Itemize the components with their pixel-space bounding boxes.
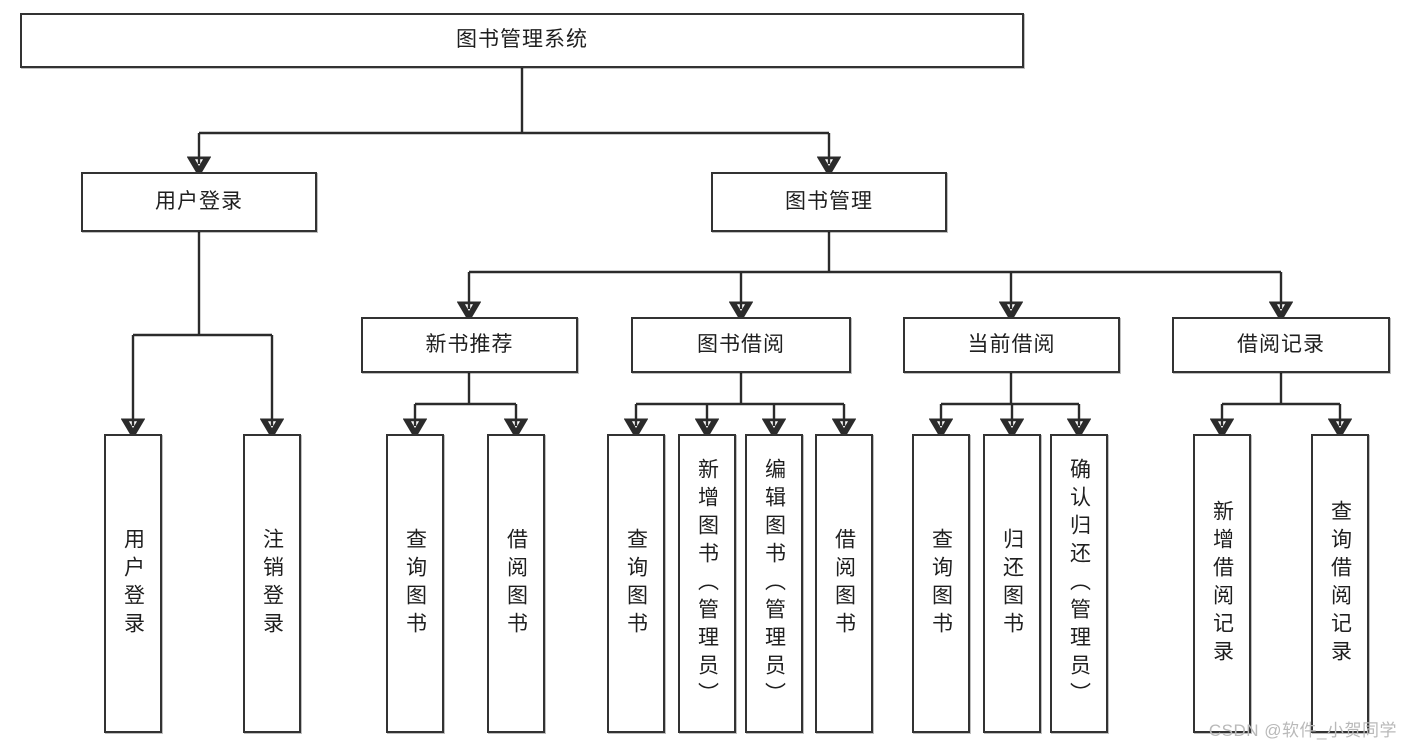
node-leaf-borrow-book[interactable]: 借阅图书 <box>815 434 873 733</box>
node-book-borrow[interactable]: 图书借阅 <box>631 317 851 373</box>
node-current-borrow[interactable]: 当前借阅 <box>903 317 1120 373</box>
node-leaf-confirm-return-label: 确认归还（管理员） <box>1067 457 1091 710</box>
node-leaf-confirm-return[interactable]: 确认归还（管理员） <box>1050 434 1108 733</box>
node-leaf-borrow-book-label: 借阅图书 <box>832 527 856 640</box>
node-leaf-query-borrow-record-label: 查询借阅记录 <box>1328 499 1352 668</box>
node-leaf-query-book-recommend-label: 查询图书 <box>403 527 427 640</box>
node-borrow-record-label: 借阅记录 <box>1237 332 1325 356</box>
node-leaf-query-book-current-label: 查询图书 <box>929 527 953 640</box>
node-leaf-add-book-label: 新增图书（管理员） <box>695 457 719 710</box>
node-leaf-user-login[interactable]: 用户登录 <box>104 434 162 733</box>
node-leaf-add-borrow-record[interactable]: 新增借阅记录 <box>1193 434 1251 733</box>
node-book-management[interactable]: 图书管理 <box>711 172 947 232</box>
node-root[interactable]: 图书管理系统 <box>20 13 1024 68</box>
node-leaf-edit-book-label: 编辑图书（管理员） <box>762 457 786 710</box>
csdn-watermark: CSDN @软件_小贺同学 <box>1208 721 1397 740</box>
node-leaf-borrow-book-recommend-label: 借阅图书 <box>504 527 528 640</box>
node-user-login-label: 用户登录 <box>155 189 243 213</box>
node-leaf-query-book-borrow-label: 查询图书 <box>624 527 648 640</box>
node-root-label: 图书管理系统 <box>456 28 588 52</box>
node-leaf-query-borrow-record[interactable]: 查询借阅记录 <box>1311 434 1369 733</box>
node-leaf-borrow-book-recommend[interactable]: 借阅图书 <box>487 434 545 733</box>
node-new-book-recommend[interactable]: 新书推荐 <box>361 317 578 373</box>
node-leaf-return-book-label: 归还图书 <box>1000 527 1024 640</box>
node-book-management-label: 图书管理 <box>785 189 873 213</box>
node-leaf-query-book-current[interactable]: 查询图书 <box>912 434 970 733</box>
node-current-borrow-label: 当前借阅 <box>967 332 1056 356</box>
node-leaf-user-logout-label: 注销登录 <box>260 527 284 640</box>
node-leaf-add-borrow-record-label: 新增借阅记录 <box>1210 499 1234 668</box>
node-leaf-query-book-recommend[interactable]: 查询图书 <box>386 434 444 733</box>
node-user-login[interactable]: 用户登录 <box>81 172 317 232</box>
node-book-borrow-label: 图书借阅 <box>697 332 785 356</box>
node-new-book-recommend-label: 新书推荐 <box>425 332 514 356</box>
node-leaf-query-book-borrow[interactable]: 查询图书 <box>607 434 665 733</box>
node-leaf-return-book[interactable]: 归还图书 <box>983 434 1041 733</box>
node-leaf-user-logout[interactable]: 注销登录 <box>243 434 301 733</box>
node-leaf-add-book[interactable]: 新增图书（管理员） <box>678 434 736 733</box>
node-borrow-record[interactable]: 借阅记录 <box>1172 317 1390 373</box>
node-leaf-edit-book[interactable]: 编辑图书（管理员） <box>745 434 803 733</box>
node-leaf-user-login-label: 用户登录 <box>121 527 145 640</box>
